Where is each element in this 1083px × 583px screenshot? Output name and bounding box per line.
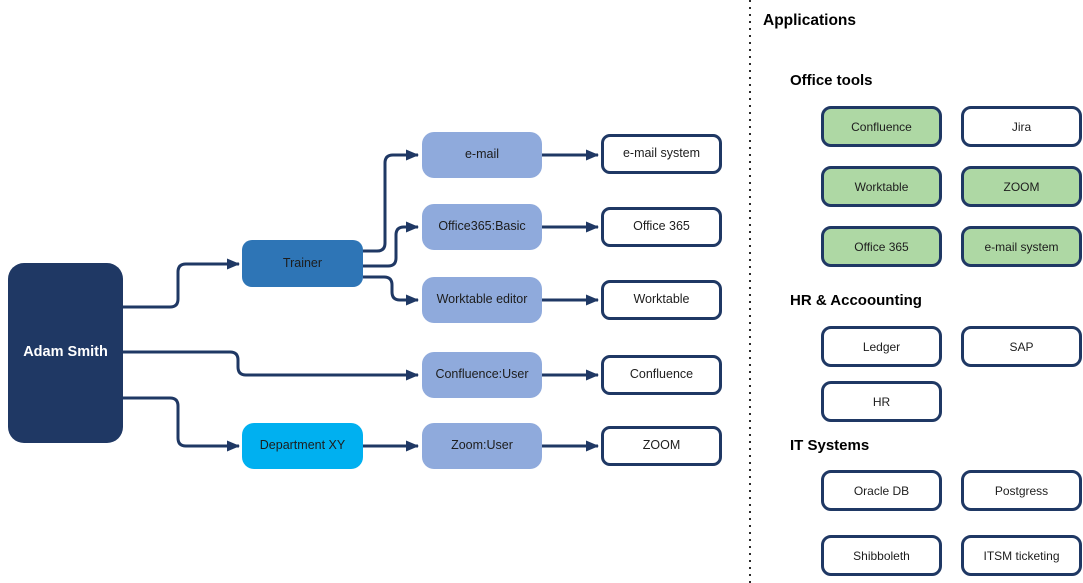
applications-panel-title: Applications — [763, 12, 857, 29]
app-tile-ledger: Ledger — [821, 326, 942, 367]
app-tile-hr: HR — [821, 381, 942, 422]
app-node-email-system: e-mail system — [601, 134, 722, 174]
app-tile-sap: SAP — [961, 326, 1082, 367]
app-tile-office-365: Office 365 — [821, 226, 942, 267]
app-tile-confluence: Confluence — [821, 106, 942, 147]
app-tile-oracle-db: Oracle DB — [821, 470, 942, 511]
role-node-trainer: Trainer — [242, 240, 363, 287]
edge-user-to-department-xy — [123, 396, 240, 452]
app-tile-worktable: Worktable — [821, 166, 942, 207]
app-tile-email-system: e-mail system — [961, 226, 1082, 267]
app-tile-jira: Jira — [961, 106, 1082, 147]
entitlement-node-confluence-user: Confluence:User — [422, 352, 542, 398]
entitlement-node-office365-basic: Office365:Basic — [422, 204, 542, 250]
app-tile-postgress: Postgress — [961, 470, 1082, 511]
app-tile-itsm-ticketing: ITSM ticketing — [961, 535, 1082, 576]
role-node-department-xy: Department XY — [242, 423, 363, 469]
edge-trainer-to-worktable-editor — [363, 275, 419, 306]
section-title-office-tools: Office tools — [790, 72, 873, 89]
section-title-it-systems: IT Systems — [790, 437, 870, 454]
app-node-confluence: Confluence — [601, 355, 722, 395]
edge-user-to-confluence-user — [123, 350, 419, 381]
edge-trainer-to-email — [363, 149, 419, 253]
section-title-hr-accounting: HR & Accoounting — [790, 292, 922, 309]
app-node-worktable: Worktable — [601, 280, 722, 320]
edge-user-to-trainer — [123, 258, 240, 309]
app-tile-shibboleth: Shibboleth — [821, 535, 942, 576]
entitlement-node-zoom-user: Zoom:User — [422, 423, 542, 469]
app-node-office-365: Office 365 — [601, 207, 722, 247]
entitlement-node-worktable-editor: Worktable editor — [422, 277, 542, 323]
app-node-zoom: ZOOM — [601, 426, 722, 466]
edge-trainer-to-office365-basic — [363, 221, 419, 268]
dotted-divider-line — [749, 0, 751, 583]
app-tile-zoom: ZOOM — [961, 166, 1082, 207]
entitlement-node-email: e-mail — [422, 132, 542, 178]
user-node-adam-smith: Adam Smith — [8, 263, 123, 443]
